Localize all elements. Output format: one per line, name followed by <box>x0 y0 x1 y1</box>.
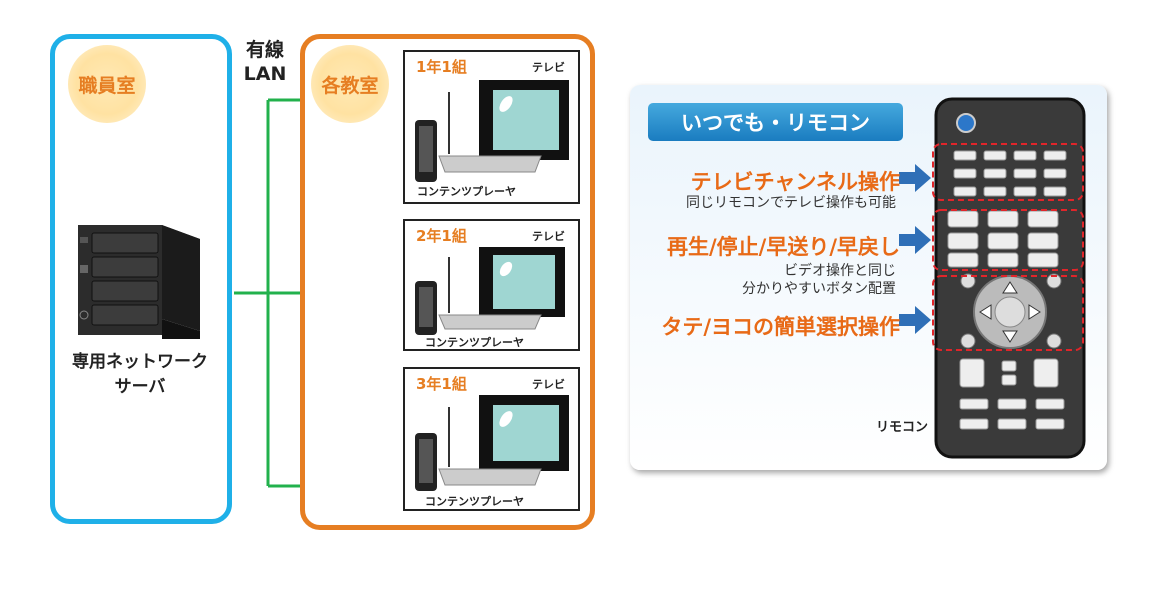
lan-label-line1: 有線 <box>240 38 290 62</box>
highlight-channel <box>933 144 1083 200</box>
player-label: コンテンツプレーヤ <box>417 183 516 199</box>
feature-playback: 再生/停止/早送り/早戻し <box>600 231 900 261</box>
remote-title-badge: いつでも・リモコン <box>648 103 903 141</box>
arrow-icon <box>899 306 931 334</box>
lan-label: 有線 LAN <box>240 38 290 86</box>
tv-and-player-icon <box>411 74 576 182</box>
player-label: コンテンツプレーヤ <box>425 493 524 509</box>
arrow-icon <box>899 164 931 192</box>
staff-room-label: 職員室 <box>68 45 146 123</box>
tv-and-player-icon <box>411 391 576 491</box>
feature-selection: タテ/ヨコの簡単選択操作 <box>600 311 900 341</box>
arrow-icon <box>899 226 931 254</box>
remote-caption: リモコン <box>876 416 928 435</box>
room-card-3: 3年1組 テレビ コンテンツプレーヤ <box>403 367 580 511</box>
tv-label: テレビ <box>532 59 565 75</box>
server-label: 専用ネットワーク サーバ <box>52 350 228 400</box>
tv-label: テレビ <box>532 228 565 244</box>
feature-playback-sub1: ビデオ操作と同じ <box>600 262 896 280</box>
feature-channel-sub: 同じリモコンでテレビ操作も可能 <box>600 194 896 212</box>
feature-highlights <box>895 140 1095 355</box>
server-label-line2: サーバ <box>52 375 228 400</box>
tv-label: テレビ <box>532 376 565 392</box>
highlight-dpad <box>933 276 1083 350</box>
feature-playback-sub2: 分かりやすいボタン配置 <box>600 280 896 298</box>
player-label: コンテンツプレーヤ <box>425 334 524 350</box>
room-card-1: 1年1組 テレビ コンテンツプレーヤ <box>403 50 580 204</box>
lan-wiring <box>230 90 305 500</box>
room-card-2: 2年1組 テレビ コンテンツプレーヤ <box>403 219 580 351</box>
feature-channel: テレビチャンネル操作 <box>600 166 900 196</box>
lan-label-line2: LAN <box>240 62 290 86</box>
power-button-icon <box>957 114 975 132</box>
tv-and-player-icon <box>411 243 576 335</box>
network-server-icon <box>70 215 212 345</box>
classrooms-label: 各教室 <box>311 45 389 123</box>
server-label-line1: 専用ネットワーク <box>52 350 228 375</box>
highlight-playback <box>933 210 1083 270</box>
